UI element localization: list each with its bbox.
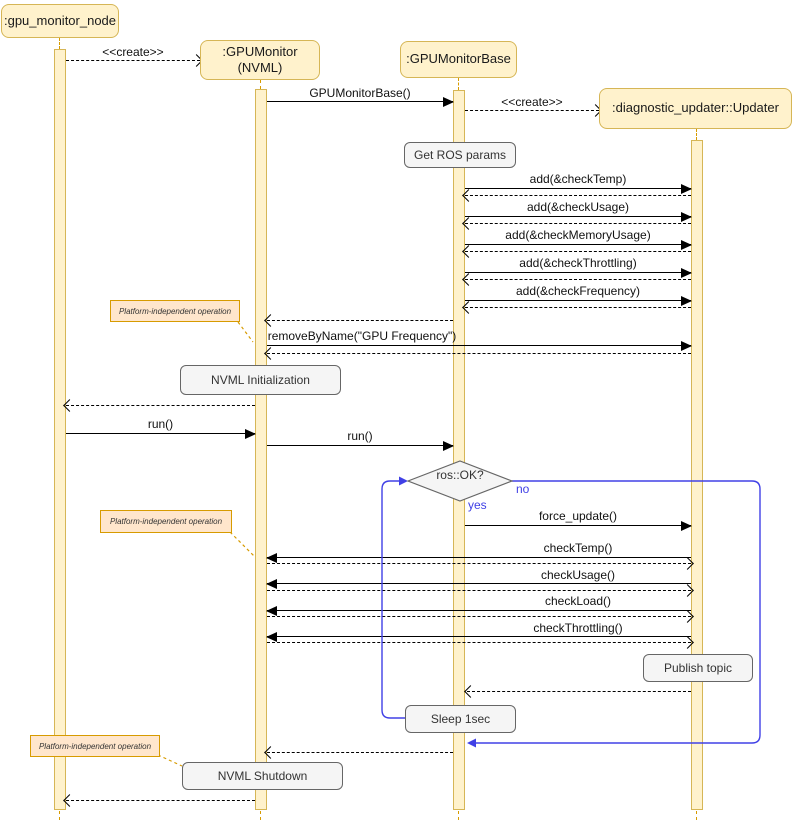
filled-arrowhead-icon xyxy=(681,341,692,351)
return-arrow xyxy=(264,347,691,361)
message-run-node-arrow xyxy=(66,429,256,439)
filled-arrowhead-icon xyxy=(681,296,692,306)
message-create2-label: <<create>> xyxy=(501,95,563,109)
loop-frame xyxy=(381,460,761,748)
return-arrow xyxy=(462,273,691,287)
filled-arrowhead-icon xyxy=(443,97,454,107)
return-arrow xyxy=(267,557,694,571)
message-forceupdate-label: force_update() xyxy=(538,509,618,523)
lifeline-stub xyxy=(260,80,261,89)
note-platform-independent-3: Platform-independent operation xyxy=(30,735,160,757)
message-create2-arrow xyxy=(465,104,602,118)
message-checktemp-arrow xyxy=(266,553,691,563)
message-add-checkmemoryusage-label: add(&checkMemoryUsage) xyxy=(505,228,651,242)
return-arrow xyxy=(464,685,691,699)
note-connector xyxy=(237,321,254,343)
message-ctor-label: GPUMonitorBase() xyxy=(309,86,411,100)
note-platform-independent-1: Platform-independent operation xyxy=(110,300,240,322)
activity-nvml-initialization: NVML Initialization xyxy=(180,365,341,395)
message-checkthrottling-label: checkThrottling() xyxy=(533,621,623,635)
message-checkthrottling-arrow xyxy=(266,632,691,642)
branch-yes-label: yes xyxy=(468,498,487,512)
message-create-arrow xyxy=(66,54,203,68)
message-add-checkfrequency-arrow xyxy=(465,296,692,306)
message-add-checkthrottling-label: add(&checkThrottling) xyxy=(519,256,637,270)
message-add-checkmemoryusage-arrow xyxy=(465,240,692,250)
filled-arrowhead-icon xyxy=(681,240,692,250)
message-add-checkusage-arrow xyxy=(465,212,692,222)
lifeline-tail xyxy=(696,811,697,820)
lifeline-tail xyxy=(260,811,261,820)
message-add-checktemp-arrow xyxy=(465,184,692,194)
return-arrow xyxy=(462,245,691,259)
activity-sleep-1sec: Sleep 1sec xyxy=(405,705,516,733)
lifeline-tail xyxy=(59,811,60,820)
return-arrow xyxy=(63,399,255,413)
decision-diamond xyxy=(406,460,514,502)
message-add-checkfrequency-label: add(&checkFrequency) xyxy=(515,284,641,298)
message-run-monitor-label: run() xyxy=(347,429,373,443)
filled-arrowhead-icon xyxy=(266,579,277,589)
activity-publish-topic: Publish topic xyxy=(643,654,753,682)
lifeline-stub xyxy=(59,38,60,49)
message-add-checkusage-label: add(&checkUsage) xyxy=(526,200,630,214)
return-arrow xyxy=(462,217,691,231)
return-arrow xyxy=(462,301,691,315)
lifeline-stub xyxy=(696,129,697,140)
filled-arrowhead-icon xyxy=(245,429,256,439)
actor-box-diagnostic-updater: :diagnostic_updater::Updater xyxy=(599,88,792,129)
message-checkusage-label: checkUsage() xyxy=(540,568,616,582)
return-arrow xyxy=(264,746,453,760)
filled-arrowhead-icon xyxy=(266,606,277,616)
return-arrow xyxy=(264,314,453,328)
branch-no-label: no xyxy=(516,482,530,496)
activity-nvml-shutdown: NVML Shutdown xyxy=(182,762,343,790)
message-ctor-arrow xyxy=(267,97,454,107)
note-connector xyxy=(157,754,183,767)
message-forceupdate-arrow xyxy=(465,521,692,531)
message-checktemp-label: checkTemp() xyxy=(543,541,613,555)
message-checkload-label: checkLoad() xyxy=(544,594,612,608)
message-removebyname-arrow xyxy=(267,341,692,351)
loop-arrowhead-icon xyxy=(399,476,408,486)
filled-arrowhead-icon xyxy=(266,632,277,642)
actor-box-gpumonitorbase: :GPUMonitorBase xyxy=(400,41,517,78)
return-arrow xyxy=(267,584,694,598)
message-add-checktemp-label: add(&checkTemp) xyxy=(529,172,627,186)
activation-updater xyxy=(691,140,703,810)
message-add-checkthrottling-arrow xyxy=(465,268,692,278)
message-checkload-arrow xyxy=(266,606,691,616)
message-checkusage-arrow xyxy=(266,579,691,589)
return-arrow xyxy=(462,189,691,203)
filled-arrowhead-icon xyxy=(443,441,454,451)
message-run-monitor-arrow xyxy=(267,441,454,451)
return-arrow xyxy=(267,636,694,650)
actor-box-gpumonitor: :GPUMonitor (NVML) xyxy=(200,40,320,80)
message-run-node-label: run() xyxy=(147,417,174,431)
return-arrow xyxy=(63,794,255,808)
lifeline-tail xyxy=(458,811,459,820)
filled-arrowhead-icon xyxy=(266,553,277,563)
filled-arrowhead-icon xyxy=(681,212,692,222)
message-create-label: <<create>> xyxy=(102,45,164,59)
filled-arrowhead-icon xyxy=(681,184,692,194)
loop-arrowhead-icon xyxy=(467,738,476,748)
lifeline-stub xyxy=(458,78,459,90)
filled-arrowhead-icon xyxy=(681,268,692,278)
filled-arrowhead-icon xyxy=(681,521,692,531)
activation-gpu-monitor-node xyxy=(54,49,66,810)
return-arrow xyxy=(267,610,694,624)
message-removebyname-label: removeByName("GPU Frequency") xyxy=(267,329,457,343)
decision-condition-label: ros::OK? xyxy=(436,468,484,482)
activity-get-ros-params: Get ROS params xyxy=(404,142,516,168)
note-platform-independent-2: Platform-independent operation xyxy=(100,510,232,533)
activation-gpumonitor xyxy=(255,89,267,810)
actor-box-gpu-monitor-node: :gpu_monitor_node xyxy=(1,4,119,38)
